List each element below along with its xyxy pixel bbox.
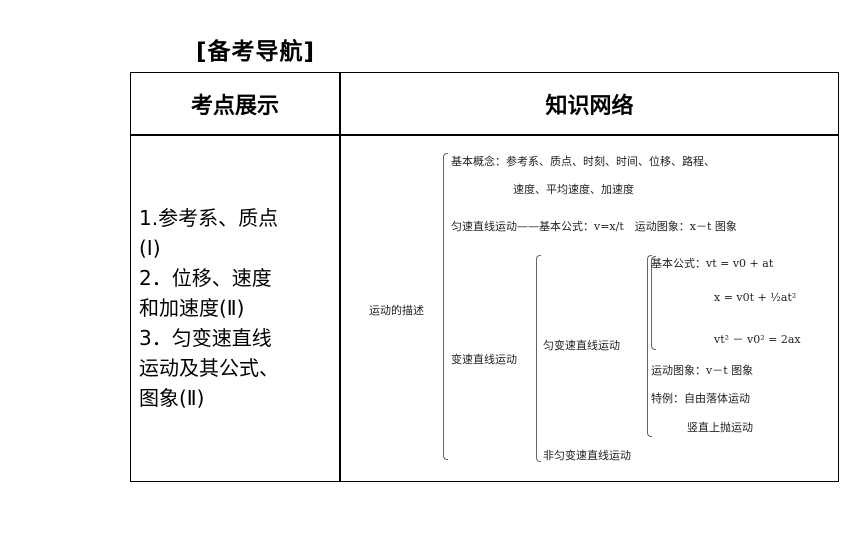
uniform-motion: 匀速直线运动——基本公式：v=x/t 运动图象：x－t 图象 xyxy=(451,220,737,233)
uniform-accel-motion: 匀变速直线运动 xyxy=(543,339,620,352)
basic-concepts-line2: 速度、平均速度、加速度 xyxy=(513,183,634,196)
point-line: 和加速度(Ⅱ) xyxy=(139,296,245,320)
root-brace xyxy=(443,153,448,460)
point-line: 图象(Ⅱ) xyxy=(139,386,205,410)
point-line: 1.参考系、质点 xyxy=(139,206,279,230)
variable-brace xyxy=(536,255,541,462)
uniform-accel-brace xyxy=(647,255,652,437)
motion-graph: 运动图象：v－t 图象 xyxy=(651,364,754,377)
basic-concepts-line1: 基本概念：参考系、质点、时刻、时间、位移、路程、 xyxy=(451,155,715,168)
point-line: 运动及其公式、 xyxy=(139,356,279,380)
header-exam-points: 考点展示 xyxy=(190,93,279,119)
formula-brace xyxy=(651,256,656,350)
page-title: [备考导航] xyxy=(196,39,316,65)
header-divider xyxy=(131,134,838,136)
exam-points-list: 1.参考系、质点 (Ⅰ) 2．位移、速度 和加速度(Ⅱ) 3．匀变速直线 运动及… xyxy=(139,203,335,413)
point-line: (Ⅰ) xyxy=(139,236,161,260)
header-knowledge-network: 知识网络 xyxy=(545,93,634,119)
non-uniform-accel-motion: 非匀变速直线运动 xyxy=(543,449,631,462)
formula-velocity-square: vt² － v0² = 2ax xyxy=(714,333,801,346)
special-case-2: 竖直上抛运动 xyxy=(687,421,753,434)
point-line: 3．匀变速直线 xyxy=(139,326,272,350)
point-line: 2．位移、速度 xyxy=(139,266,272,290)
special-case: 特例：自由落体运动 xyxy=(651,392,750,405)
formula-displacement: x = v0t + ½at² xyxy=(714,291,797,304)
variable-motion: 变速直线运动 xyxy=(451,353,517,366)
exam-table: 考点展示 知识网络 1.参考系、质点 (Ⅰ) 2．位移、速度 和加速度(Ⅱ) 3… xyxy=(130,72,839,482)
network-root: 运动的描述 xyxy=(369,304,424,317)
column-divider xyxy=(339,73,341,481)
formula-basic: 基本公式：vt = v0 + at xyxy=(651,257,774,270)
